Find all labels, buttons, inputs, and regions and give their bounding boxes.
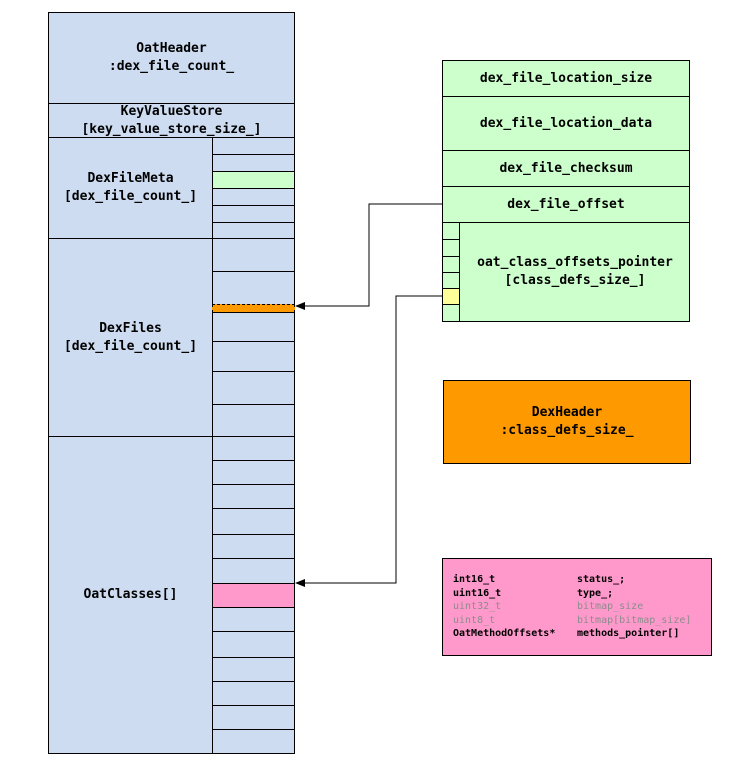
- dex-file-location-size-field: dex_file_location_size: [442, 60, 690, 97]
- dex-file-offset-label: dex_file_offset: [507, 196, 625, 212]
- oat-class-row-type: uint32_t: [453, 601, 502, 612]
- dex-files-cell: [212, 238, 295, 272]
- dex-file-location-data-label: dex_file_location_data: [479, 115, 653, 131]
- dex-file-meta-block: [48, 137, 213, 239]
- oat-class-row-type: int16_t: [453, 574, 496, 585]
- oat-classes-cell-highlight: [212, 583, 295, 608]
- key-value-store-block: [48, 103, 295, 138]
- oat-class-row: int16_t status_;: [453, 573, 625, 587]
- dex-header-block: DexHeader :class_defs_size_: [443, 380, 691, 464]
- oat-classes-cell: [212, 705, 295, 730]
- dex-file-meta-field: [dex_file_count_]: [63, 189, 198, 204]
- dex-files-field: [dex_file_count_]: [63, 338, 198, 354]
- key-value-store-field: [key_value_store_size_]: [81, 121, 262, 137]
- oat-classes-cell: [212, 534, 295, 559]
- dex-files-cell: [212, 312, 295, 342]
- oat-class-row-type: uint16_t: [453, 587, 502, 599]
- dex-files-cell: [212, 341, 295, 372]
- oat-classes-block: [48, 436, 213, 754]
- oat-classes-name: OatClasses[]: [83, 587, 178, 602]
- oat-header-block: [48, 12, 295, 104]
- dex-header-field: :class_defs_size_: [500, 423, 634, 438]
- oat-classes-label: OatClasses[]: [48, 436, 213, 754]
- dex-file-offset-arrow: [295, 203, 442, 310]
- oat-class-row-member: type_;: [577, 587, 614, 599]
- oat-classes-cell: [212, 631, 295, 658]
- oat-class-row-member: status_;: [577, 574, 626, 585]
- oat-class-row: OatMethodOffsets* methods_pointer[]: [453, 627, 679, 641]
- dex-file-meta-name: DexFileMeta: [87, 171, 174, 186]
- oat-class-row: uint16_t type_;: [453, 587, 613, 601]
- oat-header-name: OatHeader: [136, 41, 207, 56]
- oat-classes-cell: [212, 607, 295, 632]
- oat-class-offsets-pointer-label: oat_class_offsets_pointer [class_defs_si…: [460, 222, 690, 322]
- oat-class-row-member: methods_pointer[]: [577, 628, 680, 639]
- dex-file-checksum-label: dex_file_checksum: [499, 160, 633, 176]
- oat-class-row-member: bitmap[bitmap_size]: [577, 614, 692, 626]
- dex-files-name: DexFiles: [99, 320, 162, 336]
- oat-class-row-type: uint8_t: [453, 614, 496, 626]
- dex-header-name: DexHeader: [531, 405, 603, 420]
- class-offset-cell: [442, 304, 460, 322]
- key-value-store-name: KeyValueStore: [120, 103, 223, 119]
- class-offset-arrow: [295, 295, 442, 587]
- oat-class-struct: int16_t status_; uint16_t type_; uint32_…: [442, 558, 712, 656]
- dex-file-location-data-field: dex_file_location_data: [442, 96, 690, 151]
- oat-class-row-optional: uint32_t bitmap_size: [453, 600, 643, 614]
- dex-files-block: [48, 238, 213, 437]
- oat-classes-cell: [212, 508, 295, 535]
- oat-class-row-type: OatMethodOffsets*: [453, 628, 556, 639]
- oat-classes-cell: [212, 729, 295, 754]
- oat-class-offsets-pointer-name: oat_class_offsets_pointer: [477, 255, 673, 270]
- oat-class-row-optional: uint8_t bitmap[bitmap_size]: [453, 614, 691, 628]
- dex-files-cell: [212, 404, 295, 437]
- key-value-store-label: KeyValueStore [key_value_store_size_]: [48, 103, 295, 138]
- oat-header-label: OatHeader :dex_file_count_: [48, 12, 295, 104]
- oat-header-field: :dex_file_count_: [108, 59, 235, 74]
- dex-file-meta-label: DexFileMeta [dex_file_count_]: [48, 137, 213, 239]
- oat-class-row-member: bitmap_size: [577, 601, 644, 612]
- dex-files-cell: [212, 271, 295, 305]
- dex-files-label: DexFiles [dex_file_count_]: [48, 238, 213, 437]
- dex-file-location-size-label: dex_file_location_size: [479, 70, 653, 86]
- oat-class-offsets-pointer-count: [class_defs_size_]: [504, 273, 646, 288]
